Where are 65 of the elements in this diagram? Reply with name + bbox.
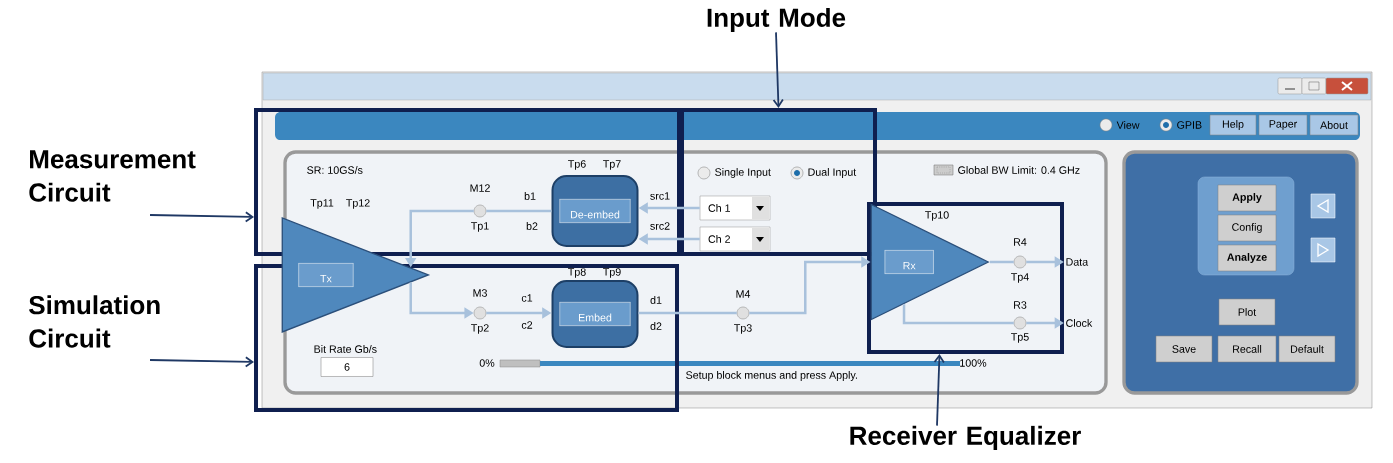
output-label: Data bbox=[1066, 258, 1089, 266]
annotation-label: Input Mode bbox=[707, 7, 846, 33]
highlight-box bbox=[254, 108, 681, 256]
radio-label: Single Input bbox=[715, 168, 771, 178]
dropdown: Ch 1 bbox=[699, 195, 771, 221]
test-point-label: Tp10 bbox=[925, 211, 949, 221]
highlight-box bbox=[254, 264, 679, 412]
radio-label: Dual Input bbox=[808, 168, 857, 178]
button: Analyze bbox=[1217, 244, 1277, 272]
port-label: b1 bbox=[524, 192, 536, 200]
annotation-arrow bbox=[149, 356, 254, 368]
probe-label: Tp2 bbox=[471, 324, 489, 334]
test-point-label: Tp7 bbox=[603, 160, 621, 170]
port-label: b2 bbox=[526, 222, 538, 230]
probe-label: Tp1 bbox=[471, 222, 489, 232]
signal-line bbox=[990, 260, 1014, 264]
port-label: src1 bbox=[650, 192, 670, 200]
button: Save bbox=[1155, 335, 1213, 363]
probe-label: R3 bbox=[1014, 301, 1027, 309]
annotation-arrow bbox=[772, 31, 784, 108]
port-label: c1 bbox=[521, 294, 533, 302]
annotation-label: Simulation Circuit bbox=[29, 295, 160, 348]
annotation-label: Measurement Circuit bbox=[29, 150, 196, 202]
dropdown: Ch 2 bbox=[699, 226, 771, 252]
port-label: d2 bbox=[650, 322, 662, 330]
probe-label: Tp5 bbox=[1011, 333, 1029, 343]
port-label: c2 bbox=[521, 321, 533, 329]
test-point-label: Tp9 bbox=[603, 268, 621, 278]
probe-label: M12 bbox=[470, 184, 490, 192]
annotation-arrow bbox=[149, 211, 254, 223]
menu-button: Paper bbox=[1258, 114, 1308, 136]
probe-label: Tp4 bbox=[1011, 273, 1029, 283]
signal-line bbox=[902, 304, 1014, 325]
port-label: src2 bbox=[650, 222, 670, 230]
button: Config bbox=[1217, 214, 1277, 242]
probe-label: R4 bbox=[1014, 238, 1027, 246]
button: Plot bbox=[1218, 298, 1276, 326]
highlight-box bbox=[867, 202, 1064, 354]
progress-label: 100% bbox=[960, 359, 987, 367]
status-text: Setup block menus and press Apply. bbox=[686, 371, 857, 381]
field-label: Bit Rate Gb/s bbox=[314, 345, 377, 353]
menu-button: Help bbox=[1209, 114, 1257, 136]
block-box: De-embed bbox=[551, 175, 639, 247]
port-label: d1 bbox=[650, 296, 662, 304]
button: Recall bbox=[1217, 335, 1277, 363]
progress-label: 0% bbox=[479, 359, 495, 367]
block-box: Embed bbox=[551, 280, 639, 348]
test-point-label: Tp6 bbox=[568, 160, 586, 170]
annotation-arrow bbox=[933, 354, 945, 427]
bandwidth-label: Global BW Limit: 0.4 GHz bbox=[958, 166, 1080, 174]
menu-button: About bbox=[1309, 114, 1359, 136]
signal-line bbox=[638, 311, 737, 315]
button: Default bbox=[1278, 335, 1336, 363]
test-point-label: Tp8 bbox=[568, 268, 586, 278]
highlight-box bbox=[680, 108, 877, 256]
button: Apply bbox=[1217, 184, 1277, 212]
probe-label: Tp3 bbox=[734, 324, 752, 334]
output-label: Clock bbox=[1066, 319, 1093, 327]
input-field: 6 bbox=[320, 357, 374, 377]
radio-label: View bbox=[1116, 121, 1140, 129]
probe-label: M4 bbox=[736, 290, 751, 298]
signal-line bbox=[486, 209, 552, 213]
annotation-label: Receiver Equalizer bbox=[850, 425, 1081, 451]
sample-rate-label: SR: 10GS/s bbox=[307, 166, 363, 174]
probe-label: M3 bbox=[473, 289, 487, 297]
